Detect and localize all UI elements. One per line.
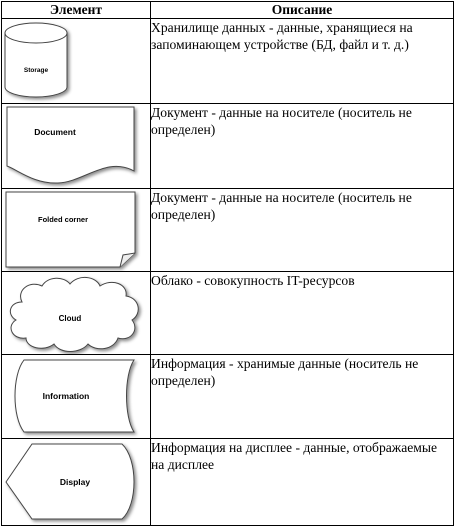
row-description: Информация на дисплее - данные, отобража…: [150, 438, 454, 526]
table-header-row: Элемент Описание: [1, 1, 454, 19]
shape-label: Cloud: [59, 314, 82, 323]
header-description: Описание: [150, 1, 454, 19]
shape-label: Storage: [24, 67, 49, 74]
display-icon: Display: [5, 443, 135, 520]
row-description: Хранилище данных - данные, хранящиеся на…: [150, 18, 454, 104]
shape-cell: Cloud: [1, 271, 151, 355]
table-row: Folded corner Документ - данные на носит…: [1, 188, 454, 272]
header-element: Элемент: [1, 1, 151, 19]
table-row: Information Информация - хранимые данные…: [1, 354, 454, 439]
row-description: Информация - хранимые данные (носитель н…: [150, 354, 454, 439]
shape-label: Folded corner: [38, 215, 88, 224]
row-description: Документ - данные на носителе (носитель …: [150, 103, 454, 189]
shape-label: Display: [60, 477, 91, 487]
shape-cell: Folded corner: [1, 188, 151, 272]
shape-label: Information: [43, 391, 90, 401]
shape-cell: Information: [1, 354, 151, 439]
table-row: Storage Хранилище данных - данные, храня…: [1, 18, 454, 104]
folded-corner-icon: Folded corner: [5, 191, 136, 268]
document-icon: Document: [6, 106, 135, 184]
cloud-icon: Cloud: [9, 277, 139, 352]
shape-cell: Document: [1, 103, 151, 189]
cylinder-icon: Storage: [4, 22, 68, 98]
table-row: Display Информация на дисплее - данные, …: [1, 438, 454, 526]
stored-data-icon: Information: [14, 359, 135, 433]
shape-cell: Display: [1, 438, 151, 526]
table-row: Cloud Облако - совокупность IT-ресурсов: [1, 271, 454, 355]
row-description: Документ - данные на носителе (носитель …: [150, 188, 454, 272]
table-row: Document Документ - данные на носителе (…: [1, 103, 454, 189]
row-description: Облако - совокупность IT-ресурсов: [150, 271, 454, 355]
shape-cell: Storage: [1, 18, 151, 104]
shape-label: Document: [34, 127, 76, 137]
